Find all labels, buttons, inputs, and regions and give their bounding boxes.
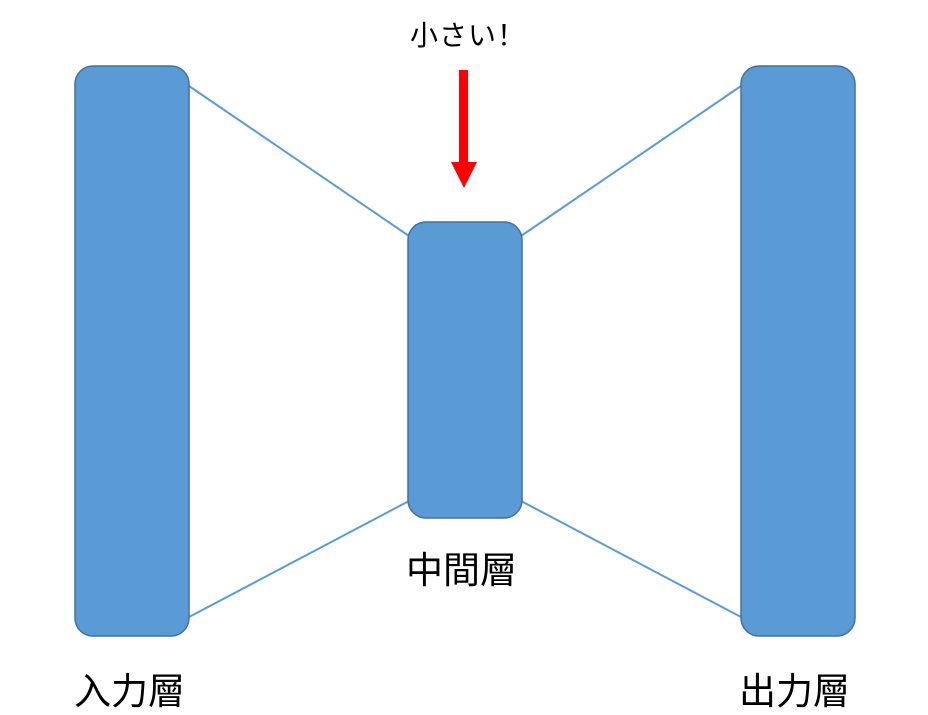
connector-output-bottom [520,500,742,618]
input-layer-label: 入力層 [74,670,185,713]
annotation-small: 小さい！ [410,19,527,52]
connector-output-top [520,85,742,237]
middle-layer-label: 中間層 [406,549,517,592]
input-layer-box [74,65,190,637]
output-layer-label: 出力層 [739,670,850,713]
down-arrow-icon [451,70,477,188]
middle-layer-box [407,221,523,519]
connector-input-bottom [188,500,410,618]
output-layer-box [740,65,856,637]
connector-input-top [188,85,410,237]
